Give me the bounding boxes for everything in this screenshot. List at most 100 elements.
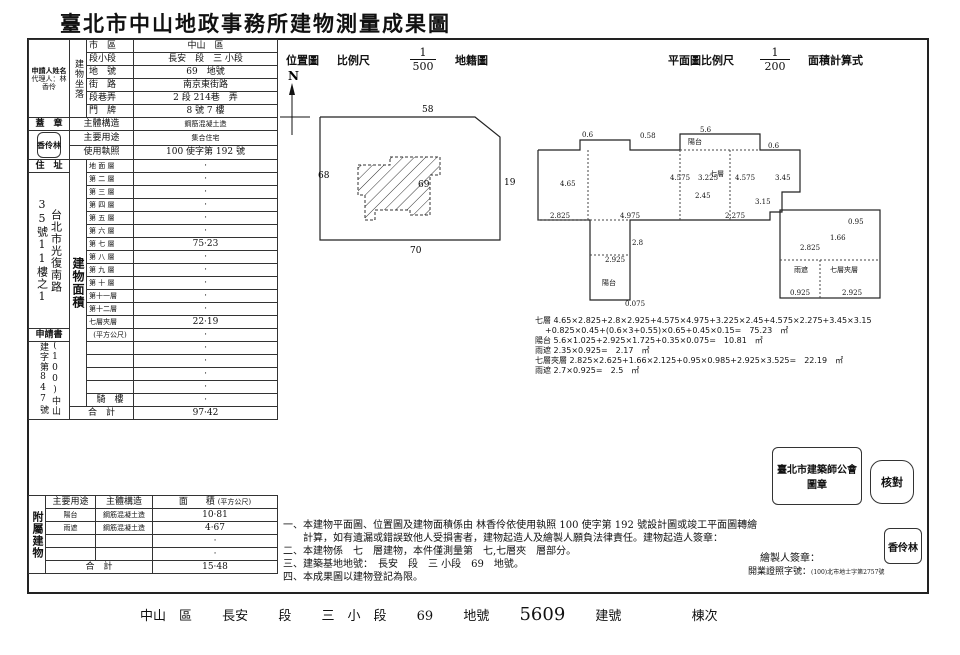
footer: 中山 區 長安 段 三 小 段 69 地號 5609 建號 棟次 (140, 604, 744, 625)
formula-line: 雨遮 2.7×0.925= 2.5 ㎡ (535, 366, 640, 375)
annex-use: 陽台 (45, 508, 96, 522)
floor-name: 第十一層 (86, 289, 134, 303)
blank-value: · (133, 367, 278, 381)
annex-use: 雨遮 (45, 521, 96, 535)
cert-value: (100)北市地士字第2757號 (811, 569, 885, 576)
official-stamp: 臺北市建築師公會圖章 (772, 447, 862, 505)
floor-value: · (133, 289, 278, 303)
note-line: 四、本成果圖以建物登記為限。 (283, 572, 423, 583)
building-footprint (357, 156, 441, 221)
page-title: 臺北市中山地政事務所建物測量成果圖 (60, 11, 451, 36)
floor-name: 第 四 層 (86, 198, 134, 212)
address-road: 台北市光復南路 (49, 208, 63, 293)
location-scale-den: 500 (412, 60, 434, 73)
applicant-cell: 申請人姓名 代理人：林香伶 (28, 39, 70, 118)
address-cell: 35號11樓之1 台北市光復南路 (28, 172, 70, 329)
location-label: 位置圖 (286, 54, 319, 67)
lot-label: 地 號 (86, 65, 134, 79)
note-line: 三、建築基地地號： 長安 段 三 小段 69 地號。 (283, 559, 524, 570)
dim-label: 0.6 (582, 131, 594, 139)
floor-name: 第 九 層 (86, 263, 134, 277)
seal-label: 蓋 章 (28, 117, 70, 131)
floor-value: · (133, 224, 278, 238)
plan-scale-num: 1 (760, 46, 790, 60)
dim-label: 2.8 (632, 239, 643, 247)
cadastral-label: 地籍圖 (455, 54, 488, 67)
floor-value: 22·19 (133, 315, 278, 329)
dim-label: 2.925 (842, 289, 862, 297)
footer-unit-label: 棟次 (691, 609, 718, 624)
formula-line: 陽台 5.6×1.025+2.925×1.725+0.35×0.075= 10.… (535, 336, 763, 345)
formula-line: 七層 4.65×2.825+2.8×2.925+4.575×4.975+3.22… (535, 316, 872, 325)
floor-value: · (133, 159, 278, 173)
apply-label: 申請書 (28, 328, 70, 342)
footer-district: 中山 區 (140, 609, 193, 624)
blank-value: · (133, 341, 278, 355)
lot-number: 69 (418, 180, 430, 190)
dim-label: 4.575 (735, 174, 755, 182)
floor-name: 第 八 層 (86, 250, 134, 264)
section-value: 長安 段 三 小段 (133, 52, 278, 66)
mezzanine-outline (779, 209, 881, 299)
annex-area-header: 面 積 (平方公尺) (152, 495, 278, 509)
annex-use (45, 547, 96, 561)
annex-total: 15·48 (152, 560, 278, 574)
north-label: N (288, 69, 299, 83)
secondary-stamp: 核對 (870, 460, 914, 504)
footer-subsection: 三 小 段 (321, 609, 387, 624)
location-scale-num: 1 (410, 46, 436, 60)
permit-label: 使用執照 (69, 144, 134, 160)
left-dim: 68 (318, 171, 330, 181)
dim-label: 2.925 (605, 256, 625, 264)
location-header: 位置圖 比例尺 (286, 52, 370, 68)
footer-building-no: 5609 (519, 604, 566, 625)
floor-value: · (133, 198, 278, 212)
road-label: 街 路 (86, 78, 134, 92)
calc-label: 面積計算式 (808, 54, 863, 67)
floor-plan: 5.6 0.6 0.58 0.6 4.65 4.575 3.225 2.45 4… (537, 126, 881, 308)
dim-label: 0.925 (790, 289, 810, 297)
floor-name: 地 面 層 (86, 159, 134, 173)
dim-label: 1.66 (830, 234, 846, 242)
blank-value: · (133, 354, 278, 368)
top-dim: 58 (422, 105, 434, 115)
total-value: 97·42 (133, 406, 278, 420)
applicant-seal: 香伶林 (37, 132, 61, 158)
room-label: 雨遮 (794, 265, 808, 274)
note-line: 計算，如有遺漏或錯誤致他人受損害者，建物起造人及繪製人願負法律責任。建物起造人簽… (283, 533, 723, 544)
number-value: 8 號 7 樓 (133, 104, 278, 118)
floor-name: 第 二 層 (86, 172, 134, 186)
floor-name: 第 十 層 (86, 276, 134, 290)
right-dim: 19 (504, 178, 516, 188)
footer-lot-label: 地號 (463, 609, 490, 624)
floor-value: · (133, 211, 278, 225)
annex-struct: 鋼筋混凝土造 (95, 508, 153, 522)
dim-label: 2.275 (725, 212, 745, 220)
annex-use-header: 主要用途 (45, 495, 96, 509)
footer-section: 長安 (222, 609, 249, 624)
room-label: 七層 (710, 169, 724, 178)
floor-value: · (133, 185, 278, 199)
location-label: 建物坐落 (69, 39, 87, 118)
plan-scale-label: 平面圖比例尺 (668, 54, 734, 67)
structure-label: 主體構造 (69, 117, 134, 131)
floor-value: · (133, 263, 278, 277)
dim-label: 2.45 (695, 192, 711, 200)
floor-area-label: 建物面積 (69, 159, 87, 407)
use-label: 主要用途 (69, 130, 134, 146)
annex-area-title: 面 積 (178, 497, 215, 507)
road-value: 南京東街路 (133, 78, 278, 92)
lot-value: 69 地號 (133, 65, 278, 79)
floor-value: · (133, 172, 278, 186)
district-label: 市 區 (86, 39, 134, 53)
number-label: 門 牌 (86, 104, 134, 118)
floor-name: 第 五 層 (86, 211, 134, 225)
dim-label: 3.225 (698, 174, 718, 182)
annex-total-label: 合 計 (45, 560, 153, 574)
balcony-label: 騎 樓 (86, 393, 134, 407)
registry-table: 申請人姓名 代理人：林香伶 建物坐落 市 區 中山 區 段小段長安 段 三 小段… (28, 39, 278, 420)
annex-area: · (152, 534, 278, 548)
formula-block: 七層 4.65×2.825+2.8×2.925+4.575×4.975+3.22… (535, 316, 872, 376)
dim-label: 2.825 (550, 212, 570, 220)
